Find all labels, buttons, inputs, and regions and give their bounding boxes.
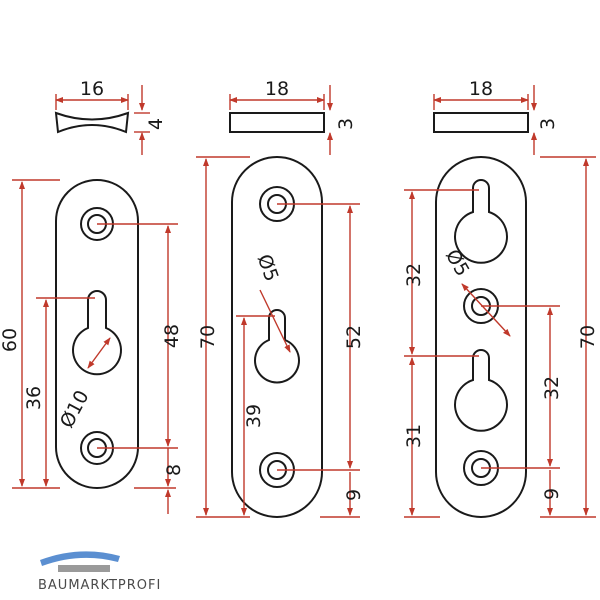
baumarktprofi-logo: [40, 551, 120, 572]
left-keyhole: [72, 290, 122, 376]
right-upper-keyhole: [454, 179, 508, 264]
left-width-label: 16: [80, 78, 104, 100]
right-bottom-offset-label: 9: [541, 488, 563, 500]
middle-bracket: 18 3 70 39 52 Ø5 9: [196, 78, 365, 518]
middle-bottom-offset-label: 9: [343, 489, 365, 501]
logo-swoosh-icon: [40, 551, 120, 566]
left-keyhole-diameter-label: Ø10: [56, 387, 94, 432]
right-width-label: 18: [469, 78, 493, 100]
middle-spacing-label: 52: [343, 325, 365, 349]
middle-slot-label: 39: [243, 404, 265, 428]
right-upper-slot-label: 32: [403, 263, 425, 287]
right-hole-diameter-label: Ø5: [441, 246, 474, 280]
middle-height-label: 70: [197, 325, 219, 349]
left-profile-shape: [54, 111, 130, 134]
left-thickness-label: 4: [145, 118, 167, 130]
left-height-label: 60: [0, 328, 21, 352]
left-plate: [55, 179, 139, 489]
left-spacing-label: 48: [161, 324, 183, 348]
middle-thickness-label: 3: [335, 118, 357, 130]
middle-profile-shape: [229, 112, 325, 133]
right-height-label: 70: [577, 325, 599, 349]
logo-text: BAUMARKTPROFI: [38, 578, 162, 593]
right-bracket: 18 3 70 32 31 32 Ø5 9: [403, 78, 599, 518]
left-bottom-offset-label: 8: [163, 464, 185, 476]
middle-keyhole: [254, 309, 300, 384]
right-plate: [435, 156, 527, 518]
left-bracket: 16 4 60 36 48 Ø10 8: [0, 78, 185, 514]
right-lower-slot-label: 31: [403, 424, 425, 448]
right-lower-keyhole: [454, 349, 508, 432]
middle-plate: [231, 156, 323, 518]
right-spacing-label: 32: [541, 376, 563, 400]
middle-keyhole-diameter-label: Ø5: [253, 251, 283, 284]
middle-width-label: 18: [265, 78, 289, 100]
right-profile-shape: [433, 112, 529, 133]
right-thickness-label: 3: [537, 118, 559, 130]
left-slot-label: 36: [23, 386, 45, 410]
